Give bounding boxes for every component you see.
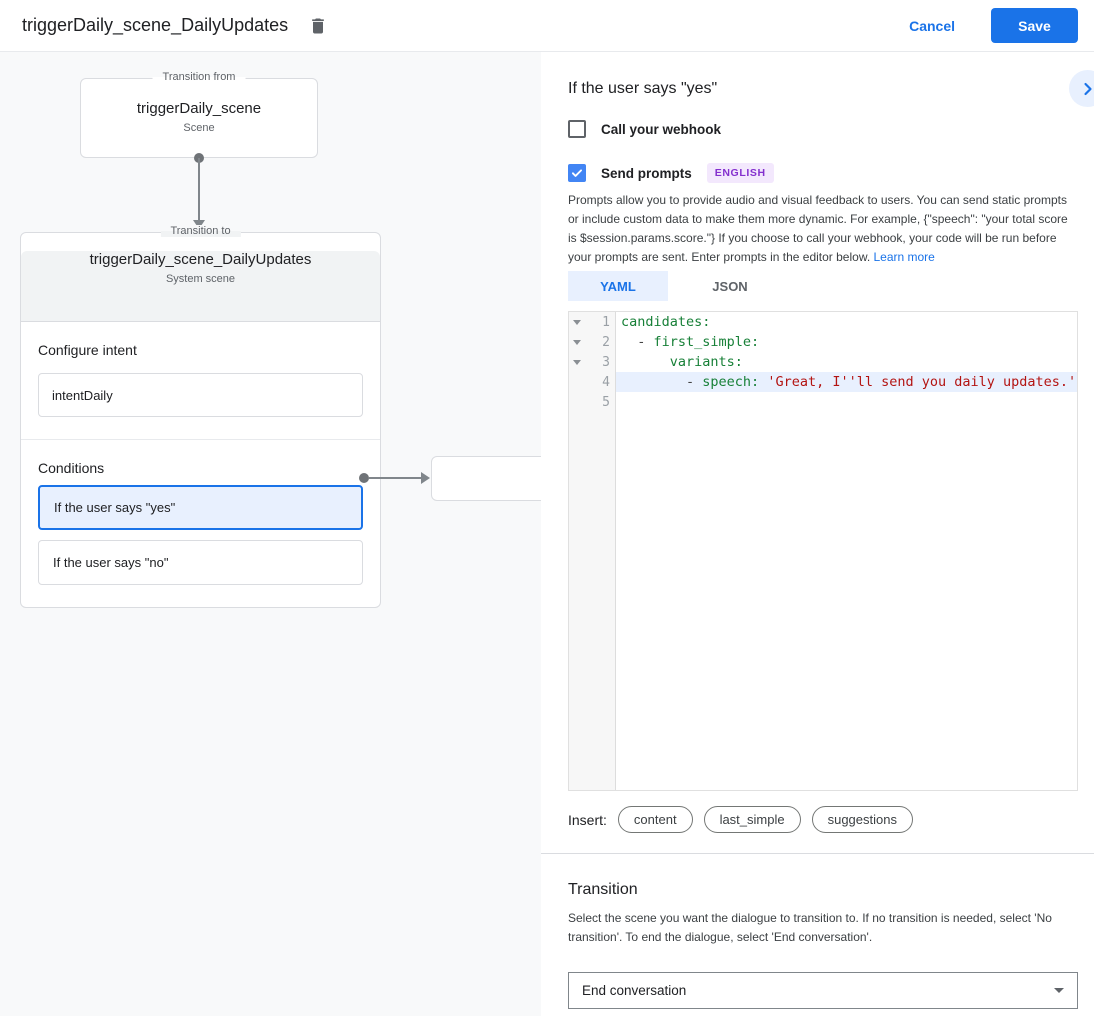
prompts-description-text: Prompts allow you to provide audio and v… xyxy=(568,193,1068,264)
yaml-code-editor[interactable]: 1 2 3 4 5 candidates: - first_simple: varian… xyxy=(568,311,1078,791)
condition-detail-panel: If the user says "yes" Call your webhook… xyxy=(541,52,1094,1016)
save-button[interactable]: Save xyxy=(991,8,1078,43)
transition-to-card[interactable]: Transition to triggerDaily_scene_DailyUp… xyxy=(20,225,381,608)
insert-label: Insert: xyxy=(568,811,607,828)
editor-gutter-row[interactable]: 4 xyxy=(569,372,615,392)
from-scene-type: Scene xyxy=(183,122,215,134)
fold-arrow-icon[interactable] xyxy=(572,319,581,325)
send-prompts-row: Send prompts ENGLISH xyxy=(568,163,1078,183)
insert-pill-last_simple[interactable]: last_simple xyxy=(703,806,801,833)
from-scene-name: triggerDaily_scene xyxy=(136,100,262,117)
transition-to-legend: Transition to xyxy=(160,225,241,237)
transition-from-node[interactable]: Transition from triggerDaily_scene Scene xyxy=(80,71,318,158)
editor-gutter-row[interactable]: 3 xyxy=(569,352,615,372)
configure-intent-section: Configure intent intentDaily xyxy=(21,322,380,440)
send-prompts-label: Send prompts xyxy=(601,165,692,181)
top-bar: triggerDaily_scene_DailyUpdates Cancel S… xyxy=(0,0,1094,52)
chevron-right-icon xyxy=(1078,79,1094,99)
tab-yaml[interactable]: YAML xyxy=(568,271,668,301)
trash-icon xyxy=(308,16,328,36)
fold-arrow-icon[interactable] xyxy=(572,359,581,365)
editor-gutter: 1 2 3 4 5 xyxy=(569,312,616,790)
page-title: triggerDaily_scene_DailyUpdates xyxy=(22,15,289,35)
condition-connector-dot xyxy=(359,473,369,483)
prompts-description: Prompts allow you to provide audio and v… xyxy=(568,191,1078,267)
condition-target-node[interactable] xyxy=(431,456,541,501)
code-token-str: 'Great, I''ll send you daily updates.' xyxy=(767,374,1077,390)
transition-arrow-line xyxy=(198,158,200,220)
to-scene-header: triggerDaily_scene_DailyUpdates System s… xyxy=(21,251,380,322)
insert-pill-group: content last_simple suggestions xyxy=(607,806,913,833)
conditions-section: Conditions If the user says "yes" If the… xyxy=(21,440,380,607)
transition-select[interactable]: End conversation xyxy=(568,972,1078,1009)
configure-intent-label: Configure intent xyxy=(38,342,137,358)
to-scene-type: System scene xyxy=(165,273,236,285)
dropdown-caret-icon xyxy=(1054,988,1064,993)
checkmark-icon xyxy=(570,166,584,180)
code-token-key: speech: xyxy=(702,374,768,390)
fold-arrow-icon[interactable] xyxy=(572,339,581,345)
code-token-plain: - xyxy=(621,334,654,350)
webhook-row: Call your webhook xyxy=(568,120,1078,138)
scene-flow-canvas: Transition from triggerDaily_scene Scene… xyxy=(0,52,541,1016)
code-line[interactable]: variants: xyxy=(616,352,1077,372)
send-prompts-checkbox[interactable] xyxy=(568,164,586,182)
code-line[interactable]: - first_simple: xyxy=(616,332,1077,352)
editor-gutter-row[interactable]: 2 xyxy=(569,332,615,352)
learn-more-link[interactable]: Learn more xyxy=(873,250,935,264)
condition-item-no[interactable]: If the user says "no" xyxy=(38,540,363,585)
tab-json[interactable]: JSON xyxy=(712,278,748,294)
code-token-plain xyxy=(621,354,670,370)
main-layout: Transition from triggerDaily_scene Scene… xyxy=(0,52,1094,1016)
code-token-key: candidates: xyxy=(621,314,711,330)
code-line[interactable] xyxy=(616,392,1077,412)
editor-format-tabs: YAML JSON xyxy=(568,271,1078,301)
to-scene-name: triggerDaily_scene_DailyUpdates xyxy=(89,251,312,268)
cancel-button[interactable]: Cancel xyxy=(909,17,955,34)
editor-gutter-row[interactable]: 1 xyxy=(569,312,615,332)
condition-arrow-line xyxy=(369,477,422,479)
line-number: 1 xyxy=(602,314,610,330)
language-badge: ENGLISH xyxy=(706,163,774,183)
intent-item[interactable]: intentDaily xyxy=(38,373,363,417)
editor-gutter-row[interactable]: 5 xyxy=(569,392,615,412)
transition-from-legend: Transition from xyxy=(152,71,246,83)
delete-scene-button[interactable] xyxy=(304,12,332,40)
section-divider xyxy=(541,853,1094,854)
transition-select-value: End conversation xyxy=(582,983,687,998)
line-number: 4 xyxy=(602,374,610,390)
insert-pill-suggestions[interactable]: suggestions xyxy=(811,806,913,833)
code-line[interactable]: candidates: xyxy=(616,312,1077,332)
line-number: 2 xyxy=(602,334,610,350)
collapse-panel-button[interactable] xyxy=(1069,70,1094,107)
webhook-checkbox[interactable] xyxy=(568,120,586,138)
code-token-key: variants: xyxy=(669,354,743,370)
transition-title: Transition xyxy=(568,881,638,898)
code-line[interactable]: - speech: 'Great, I''ll send you daily u… xyxy=(616,372,1077,392)
code-token-key: first_simple: xyxy=(653,334,760,350)
line-number: 3 xyxy=(602,354,610,370)
line-number: 5 xyxy=(602,394,610,410)
transition-arrowhead-down xyxy=(193,220,205,229)
editor-code-area[interactable]: candidates: - first_simple: variants: - … xyxy=(616,312,1077,790)
webhook-label: Call your webhook xyxy=(601,121,722,137)
condition-arrowhead-right xyxy=(421,472,430,484)
insert-row: Insert: content last_simple suggestions xyxy=(568,806,1078,833)
panel-title: If the user says "yes" xyxy=(568,80,718,97)
insert-pill-content[interactable]: content xyxy=(617,806,693,833)
condition-item-yes[interactable]: If the user says "yes" xyxy=(38,485,363,530)
conditions-label: Conditions xyxy=(38,460,105,476)
transition-description: Select the scene you want the dialogue t… xyxy=(568,911,1052,944)
code-token-plain: - xyxy=(621,374,703,390)
